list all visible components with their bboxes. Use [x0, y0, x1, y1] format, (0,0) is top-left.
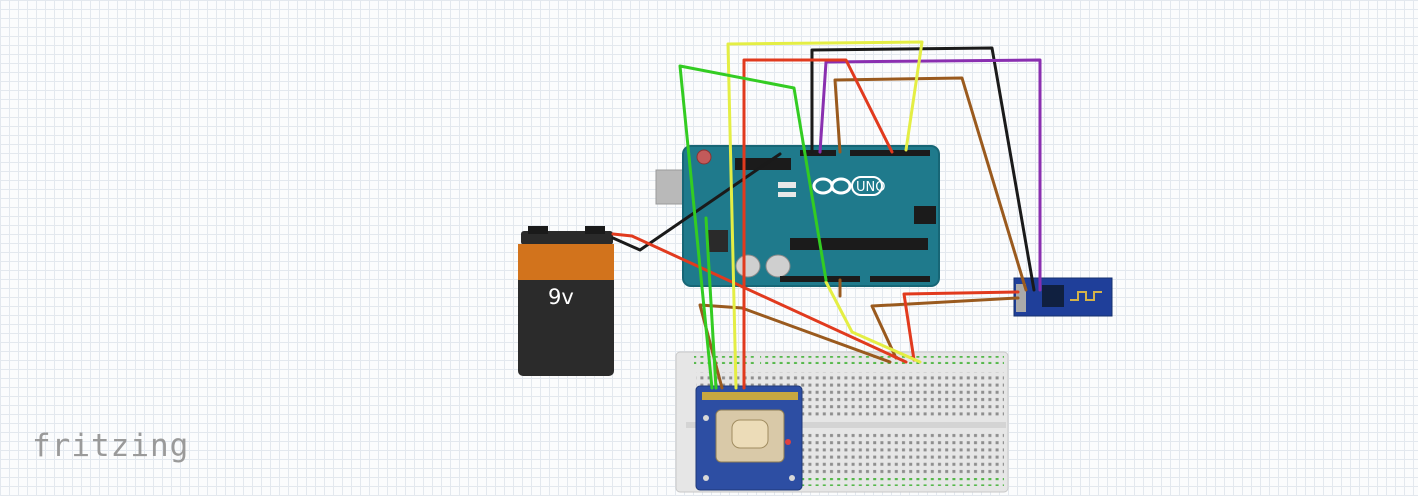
wire-brown-4 [698, 303, 892, 390]
wire-green-2 [704, 216, 718, 390]
battery-9v: 9v [518, 226, 614, 376]
wire-black-1 [810, 46, 1036, 292]
fritzing-logo: fritzing [32, 428, 190, 464]
wires [611, 40, 1042, 390]
wire-purple-1 [818, 58, 1042, 292]
wire-red-1 [742, 58, 894, 390]
wire-brown-3 [870, 296, 1020, 360]
arduino-logo-text: UNO [856, 180, 885, 195]
wire-black-2 [611, 152, 782, 252]
wire-yellow-2 [824, 280, 922, 364]
wire-green-1 [678, 64, 828, 390]
wire-brown-1 [833, 76, 1028, 292]
wire-yellow-1 [726, 40, 924, 390]
wifi-module [1013, 277, 1113, 317]
wire-red-3 [902, 290, 1020, 362]
arduino-uno-board: UNO [655, 145, 940, 287]
battery-label: 9v [548, 285, 574, 309]
wire-red-2 [611, 232, 908, 364]
gps-module [695, 385, 803, 491]
